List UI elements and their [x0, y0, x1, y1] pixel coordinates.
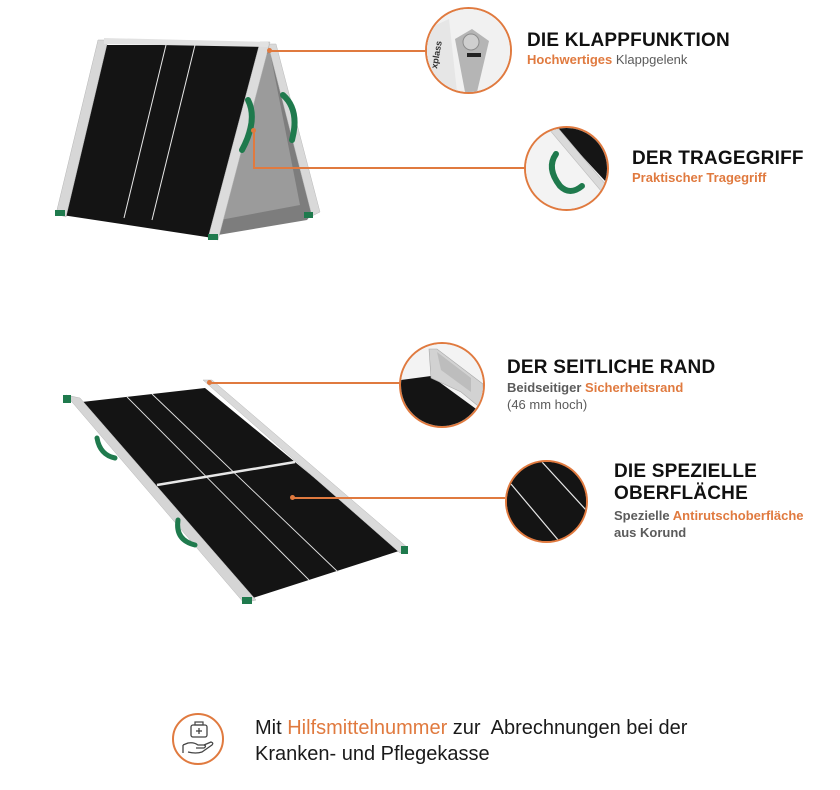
rim-pointer-dot	[207, 380, 212, 385]
hinge-connector-line	[270, 50, 426, 52]
footer-text: Mit Hilfsmittelnummer zur Abrechnungen b…	[255, 715, 687, 767]
medical-kit-hand-icon	[172, 713, 224, 765]
feature-subtitle-handle: Praktischer Tragegriff	[632, 170, 766, 186]
feature-title-handle: DER TRAGEGRIFF	[632, 148, 804, 169]
feature-note-surface: aus Korund	[614, 525, 687, 540]
surface-detail-circle	[505, 460, 588, 543]
subtitle-accent: Sicherheitsrand	[585, 380, 684, 395]
hinge-detail-image: xplass	[427, 9, 510, 92]
handle-connector-line	[253, 167, 525, 169]
subtitle-accent: Hochwertiges	[527, 52, 616, 67]
feature-title-folding: DIE KLAPPFUNKTION	[527, 30, 730, 51]
feature-title-side-rim: DER SEITLICHE RAND	[507, 357, 716, 378]
side-rim-detail-circle	[399, 342, 485, 428]
hinge-detail-circle: xplass	[425, 7, 512, 94]
handle-connector-vertical	[253, 130, 255, 168]
feature-subtitle-side-rim: Beidseitiger Sicherheitsrand	[507, 380, 683, 396]
handle-detail-circle	[524, 126, 609, 211]
feature-subtitle-folding: Hochwertiges Klappgelenk	[527, 52, 687, 68]
surface-connector-line	[293, 497, 505, 499]
handle-detail-image	[526, 128, 607, 209]
rim-connector-line	[210, 382, 400, 384]
footer-line1: Mit Hilfsmittelnummer zur Abrechnungen b…	[255, 715, 687, 741]
feature-note-side-rim: (46 mm hoch)	[507, 397, 588, 412]
feature-title-surface-line1: DIE SPEZIELLE	[614, 461, 758, 482]
feature-subtitle-surface: Spezielle Antirutschoberfläche	[614, 508, 804, 524]
subtitle-plain: Klappgelenk	[615, 52, 688, 67]
surface-pointer-dot	[290, 495, 295, 500]
footer-prefix: Mit	[255, 717, 288, 739]
surface-detail-image	[507, 462, 586, 541]
footer-suffix: zur Abrechnungen bei der	[447, 717, 688, 739]
side-rim-detail-image	[401, 344, 483, 426]
feature-title-surface-line2: OBERFLÄCHE	[614, 483, 748, 504]
hinge-pointer-dot	[267, 48, 272, 53]
feature-title-surface: DIE SPEZIELLE OBERFLÄCHE	[614, 461, 757, 505]
folded-ramp-image	[55, 38, 321, 241]
subtitle-plain: Spezielle	[614, 508, 673, 523]
subtitle-accent: Antirutschoberfläche	[672, 508, 804, 523]
unfolded-ramp-image	[63, 379, 409, 604]
subtitle-accent: Praktischer Tragegriff	[632, 170, 767, 185]
footer-line2: Kranken- und Pflegekasse	[255, 743, 490, 765]
svg-text:xplass: xplass	[429, 40, 444, 69]
subtitle-plain: Beidseitiger	[507, 380, 586, 395]
footer-highlight: Hilfsmittelnummer	[287, 717, 448, 739]
